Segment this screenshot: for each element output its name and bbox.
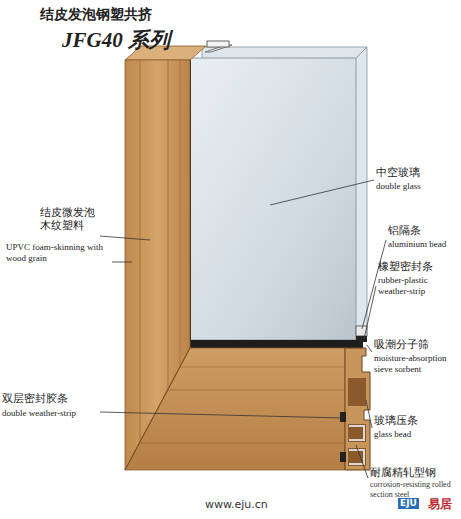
- title: 结皮发泡钢塑共挤: [40, 6, 152, 23]
- part-name-en: double weather-strip: [2, 408, 76, 419]
- part-name-zh: 耐腐精轧型钢: [370, 466, 436, 479]
- series-name: JFG40 系列: [62, 28, 170, 53]
- part-name-zh: 双层密封胶条: [2, 392, 68, 405]
- part-name-en: UPVC foam-skinning with wood grain: [6, 242, 114, 264]
- part-name-zh: 玻璃压条: [374, 414, 418, 427]
- part-name-en: rubber-plastic weather-strip: [378, 275, 458, 297]
- watermark-logo: 易居: [428, 497, 452, 511]
- watermark-logo: EJU: [398, 498, 419, 509]
- part-name-zh: 中空玻璃: [376, 166, 420, 179]
- part-name-en: corrosion-resisting rolled section steel: [370, 480, 456, 499]
- part-name-en: aluminium bead: [388, 239, 446, 250]
- part-name-en: glass bead: [374, 429, 411, 440]
- part-name-zh: 铝隔条: [388, 224, 421, 237]
- part-name-en: moisture-absorption sieve sorbent: [374, 353, 458, 375]
- part-name-en: double glass: [376, 181, 421, 192]
- part-name-zh: 吸潮分子筛: [374, 338, 429, 351]
- part-name-zh: 结皮微发泡 木纹塑料: [40, 206, 102, 232]
- watermark: www.eju.cn: [205, 498, 268, 511]
- part-name-zh: 橡塑密封条: [378, 260, 433, 273]
